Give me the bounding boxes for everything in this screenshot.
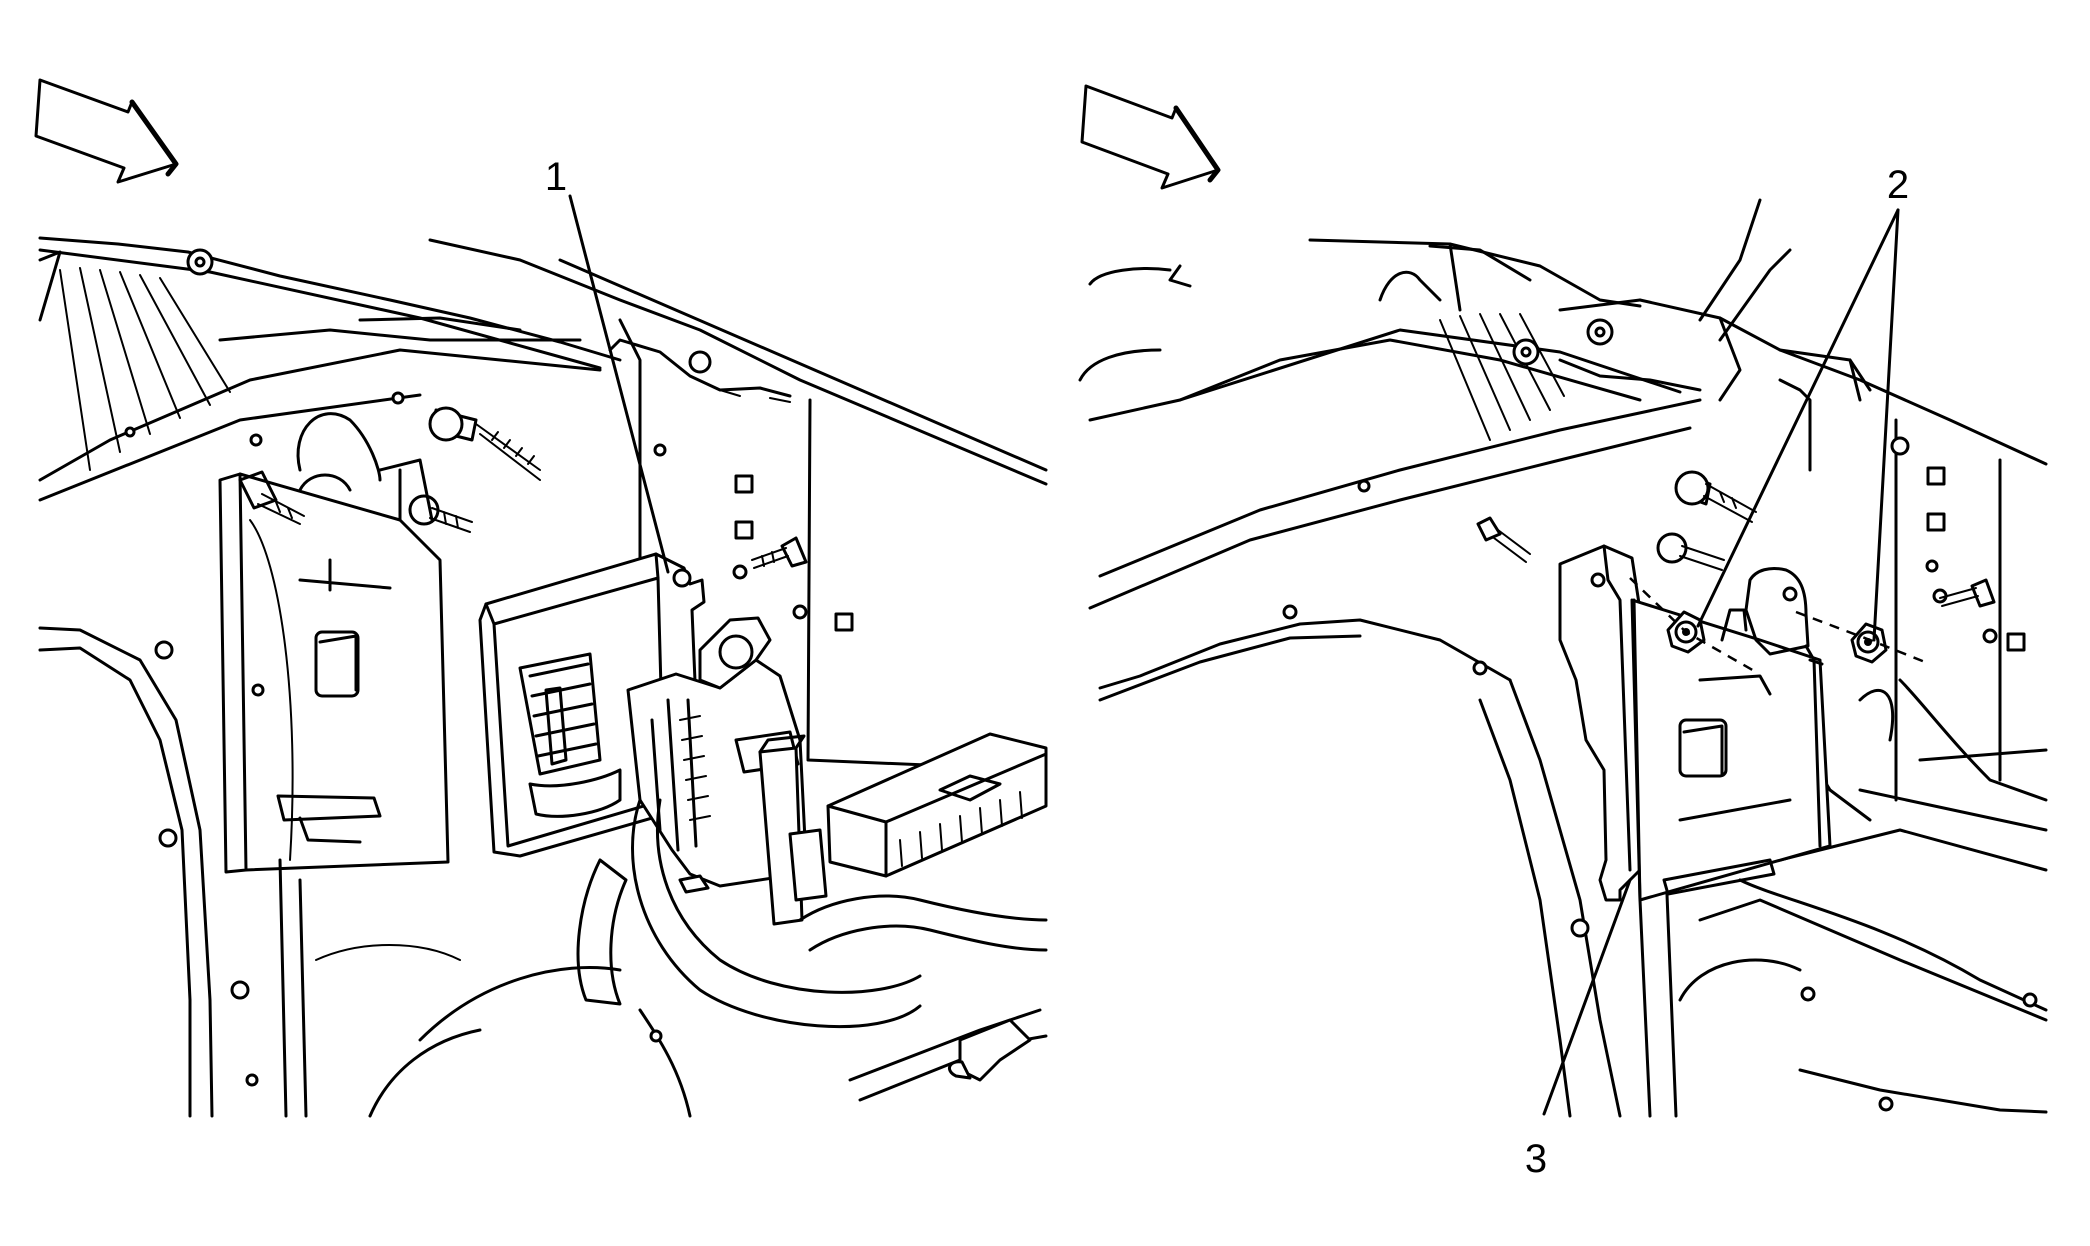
- callout-3-label: 3: [1525, 1137, 1547, 1181]
- floor-right: [1678, 678, 2048, 1114]
- module-mounting-bracket: [218, 412, 450, 874]
- callout-1: 1: [545, 155, 670, 574]
- harness-connector: [626, 616, 828, 926]
- left-panel-module-view: [34, 78, 1048, 1118]
- callout-3: 3: [1525, 878, 1632, 1181]
- callout-1-label: 1: [545, 155, 567, 199]
- inner-fender: [38, 626, 461, 1118]
- inner-fender-right: [1098, 604, 1678, 1118]
- view-direction-arrow-icon: [34, 78, 179, 184]
- mounting-nuts: [1629, 577, 1931, 674]
- view-direction-arrow-icon-right: [1080, 84, 1221, 190]
- module-bracket: [1558, 544, 1832, 902]
- relay-block: [826, 732, 1048, 878]
- wiring-harness: [368, 798, 1048, 1118]
- body-panel: [428, 238, 1048, 772]
- body-panel-right: [1778, 378, 2026, 802]
- callout-2-label: 2: [1887, 163, 1909, 207]
- left-mounting-studs: [238, 406, 808, 569]
- cowl-crossmember: [38, 236, 622, 502]
- callout-2: 2: [1696, 163, 1909, 642]
- nut-right: [1850, 622, 1888, 664]
- right-mounting-studs: [1476, 470, 1996, 608]
- right-panel-bracket-view: [1078, 84, 2048, 1118]
- alignment-line-right: [1795, 610, 1931, 666]
- cowl-crossmember-right: [1078, 198, 2048, 610]
- alignment-line-left: [1629, 577, 1757, 674]
